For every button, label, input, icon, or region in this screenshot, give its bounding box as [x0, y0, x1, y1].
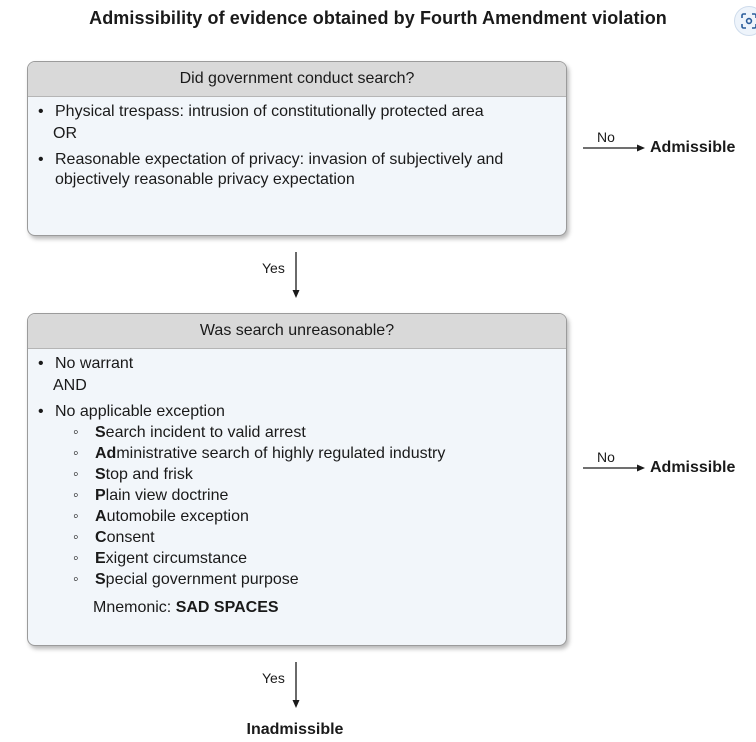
exception-text: earch incident to valid arrest [105, 424, 306, 441]
bullet-icon: • [38, 355, 44, 372]
diagram-title: Admissibility of evidence obtained by Fo… [89, 8, 667, 28]
circle-bullet-icon: ◦ [73, 487, 79, 504]
down-arrow-icon [292, 662, 300, 708]
yes-branch-1: Yes [262, 252, 322, 298]
unreasonable-question-box: Was search unreasonable? • No warrant AN… [27, 313, 567, 646]
mnemonic-value: SAD SPACES [175, 599, 279, 616]
criterion-item: • No applicable exception [36, 402, 556, 422]
exception-text: onsent [106, 529, 155, 546]
right-arrow-icon [583, 464, 645, 472]
exception-text: lain view doctrine [105, 487, 229, 504]
circle-bullet-icon: ◦ [73, 466, 79, 483]
admissible-result: Admissible [650, 459, 736, 476]
search-question-header: Did government conduct search? [28, 62, 566, 97]
yes-label: Yes [262, 260, 285, 276]
circle-bullet-icon: ◦ [73, 529, 79, 546]
criterion-text: No warrant [55, 355, 134, 372]
criterion-item: • Physical trespass: intrusion of consti… [36, 102, 556, 122]
exception-initial: Ad [95, 445, 117, 462]
search-criteria: • Physical trespass: intrusion of consti… [28, 97, 566, 190]
lens-scan-icon [741, 13, 756, 29]
circle-bullet-icon: ◦ [73, 508, 79, 525]
exception-text: pecial government purpose [105, 571, 299, 588]
exception-initial: C [95, 529, 107, 546]
exception-item: ◦ Exigent circumstance [36, 548, 556, 569]
unreasonable-question-header: Was search unreasonable? [28, 314, 566, 349]
exception-initial: S [95, 466, 106, 483]
bullet-icon: • [38, 403, 44, 420]
yes-label: Yes [262, 670, 285, 686]
search-question-box: Did government conduct search? • Physica… [27, 61, 567, 236]
exception-item: ◦ Automobile exception [36, 506, 556, 527]
criterion-text: Reasonable expectation of privacy: invas… [55, 151, 504, 188]
no-branch-2: No Admissible [583, 449, 753, 483]
exception-initial: S [95, 424, 106, 441]
bullet-icon: • [38, 103, 44, 120]
circle-bullet-icon: ◦ [73, 571, 79, 588]
exception-text: ministrative search of highly regulated … [116, 445, 446, 462]
visual-search-button[interactable] [734, 6, 756, 36]
circle-bullet-icon: ◦ [73, 445, 79, 462]
exception-text: utomobile exception [106, 508, 249, 525]
mnemonic-label: Mnemonic: [93, 599, 172, 616]
criterion-item: • Reasonable expectation of privacy: inv… [36, 150, 556, 190]
no-branch-1: No Admissible [583, 129, 753, 163]
exception-initial: S [95, 571, 106, 588]
exception-item: ◦ Special government purpose [36, 569, 556, 590]
no-label: No [597, 449, 615, 465]
exception-initial: P [95, 487, 106, 504]
exception-item: ◦ Stop and frisk [36, 464, 556, 485]
exception-item: ◦ Search incident to valid arrest [36, 422, 556, 443]
exception-item: ◦ Consent [36, 527, 556, 548]
right-arrow-icon [583, 144, 645, 152]
inadmissible-result: Inadmissible [246, 721, 344, 738]
admissible-result: Admissible [650, 139, 736, 156]
exception-item: ◦ Administrative search of highly regulat… [36, 443, 556, 464]
exception-text: xigent circumstance [105, 550, 248, 567]
exception-list: ◦ Search incident to valid arrest ◦ Admini… [36, 422, 556, 590]
bullet-icon: • [38, 151, 44, 168]
and-joiner: AND [53, 377, 87, 394]
unreasonable-criteria: • No warrant AND • No applicable excepti… [28, 349, 566, 618]
down-arrow-icon [292, 252, 300, 298]
criterion-text: No applicable exception [55, 403, 225, 420]
yes-branch-2: Yes [262, 662, 322, 708]
criterion-text: Physical trespass: intrusion of constitu… [55, 103, 484, 120]
criterion-item: • No warrant [36, 354, 556, 374]
exception-item: ◦ Plain view doctrine [36, 485, 556, 506]
circle-bullet-icon: ◦ [73, 550, 79, 567]
circle-bullet-icon: ◦ [73, 424, 79, 441]
mnemonic: Mnemonic: SAD SPACES [36, 598, 556, 618]
no-label: No [597, 129, 615, 145]
exception-initial: E [95, 550, 106, 567]
exception-text: top and frisk [105, 466, 193, 483]
or-joiner: OR [53, 125, 77, 142]
exception-initial: A [95, 508, 107, 525]
